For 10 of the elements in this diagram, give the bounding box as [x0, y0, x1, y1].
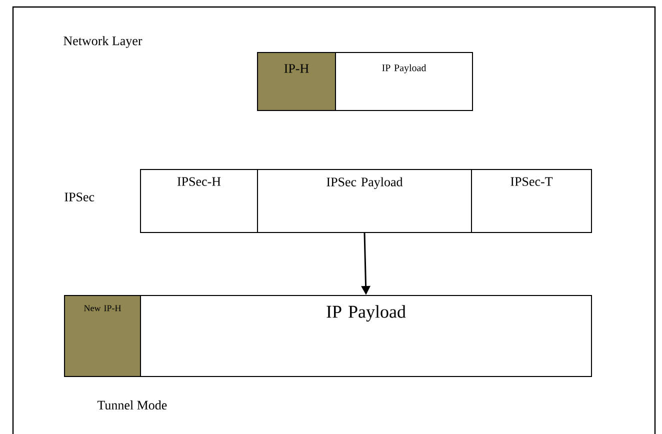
header-box: New IP-H: [64, 295, 141, 377]
layer-label: IPSec: [64, 192, 94, 202]
layer-label: Tunnel Mode: [97, 400, 167, 410]
header-box: IP-H: [257, 52, 336, 111]
field-box: IPSec Payload: [257, 169, 472, 233]
field-box: IPSec-H: [140, 169, 258, 233]
field-box: IP Payload: [335, 52, 473, 111]
field-box: IPSec-T: [471, 169, 592, 233]
field-box: IP Payload: [140, 295, 592, 377]
layer-label: Network Layer: [64, 36, 142, 48]
